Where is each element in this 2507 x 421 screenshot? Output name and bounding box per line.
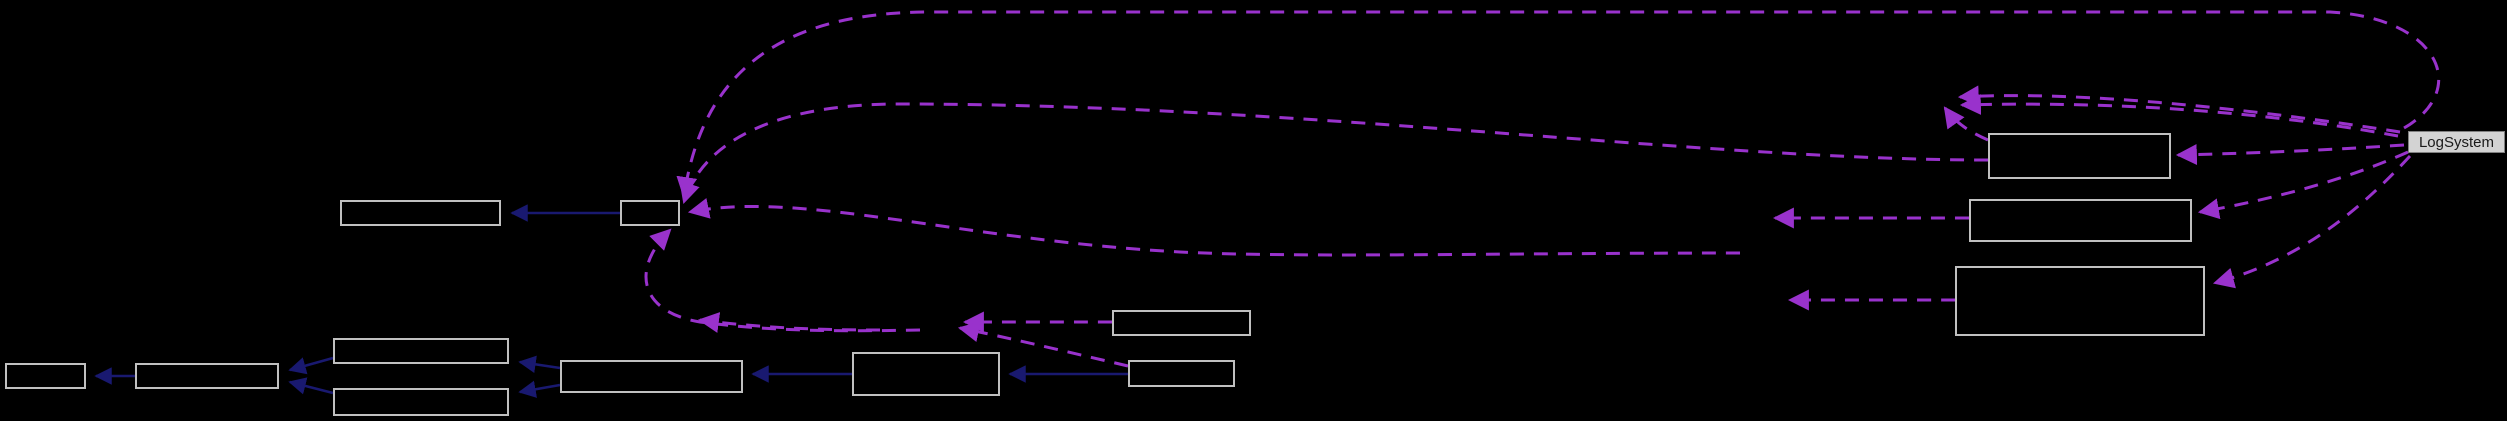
graph-node-n9[interactable] — [560, 360, 743, 393]
edge-logsystem-to-node2 — [2197, 150, 2409, 220]
graph-node-n13[interactable] — [5, 363, 86, 389]
edge-node1-to-fan — [1943, 106, 1989, 142]
edge-fan-mid-left — [697, 312, 881, 333]
graph-node-n2[interactable] — [1969, 199, 2192, 242]
edge-midright-to-junction — [687, 198, 1741, 257]
edge-node1-to-junction — [679, 102, 1989, 205]
edge-node9-to-node11 — [518, 380, 561, 398]
graph-node-n1[interactable] — [1988, 133, 2171, 179]
node-label: LogSystem — [2418, 133, 2495, 151]
graph-node-n7[interactable] — [1128, 360, 1235, 387]
edge-lower-sweep-to-junction — [644, 228, 921, 333]
graph-node-n8[interactable] — [852, 352, 1000, 396]
graph-node-n6[interactable] — [1112, 310, 1251, 336]
graph-node-n10[interactable] — [333, 338, 509, 364]
graph-node-n4[interactable] — [620, 200, 680, 226]
edge-logsystem-to-node3 — [2212, 154, 2412, 289]
edge-node10-to-node12 — [288, 356, 334, 375]
edge-node9-to-node10 — [518, 355, 561, 373]
edge-logsystem-to-junction-top — [676, 10, 2441, 199]
edge-logsystem-to-node1 — [2175, 143, 2405, 166]
edge-logsystem-to-fan-lower — [1959, 94, 2399, 138]
graph-node-n12[interactable] — [135, 363, 279, 389]
graph-node-n3[interactable] — [1955, 266, 2205, 336]
edge-logsystem-to-fan-upper — [1957, 85, 2401, 134]
graph-node-n0[interactable]: LogSystem — [2408, 131, 2505, 153]
edge-node11-to-node12 — [288, 377, 334, 395]
graph-node-n11[interactable] — [333, 388, 509, 416]
graph-node-n5[interactable] — [340, 200, 501, 226]
